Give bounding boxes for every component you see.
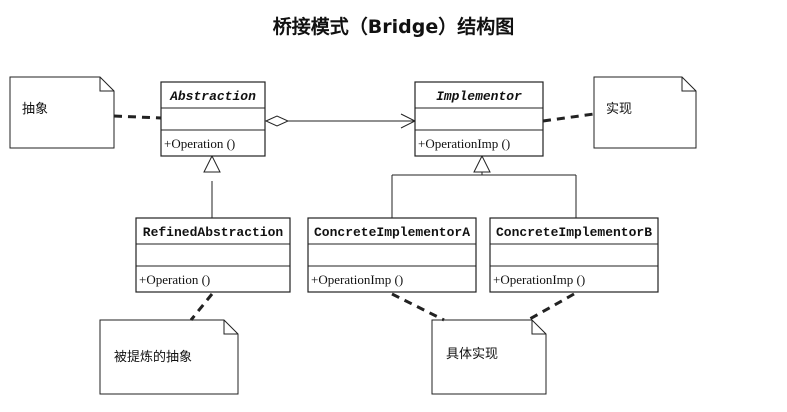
note-connector: [113, 114, 162, 120]
note-text: 具体实现: [446, 347, 498, 362]
note-connector: [527, 292, 575, 322]
note-implementation: 实现: [593, 76, 697, 149]
inheritance-refined-to-abstraction: [203, 154, 221, 218]
class-concrete-implementor-b: ConcreteImplementorB +OperationImp (): [489, 217, 659, 293]
aggregation-abstraction-implementor: [264, 113, 417, 129]
diagram-title: 桥接模式（Bridge）结构图: [272, 16, 515, 38]
note-concrete: 具体实现: [431, 319, 547, 395]
note-connector: [189, 293, 214, 321]
note-connector: [542, 112, 595, 123]
note-text: 被提炼的抽象: [114, 349, 192, 365]
class-abstraction: Abstraction +Operation (): [160, 81, 266, 157]
note-text: 实现: [606, 102, 632, 117]
class-operation: +OperationImp (): [418, 136, 510, 151]
class-operation: +OperationImp (): [493, 272, 585, 287]
class-operation: +OperationImp (): [311, 272, 403, 287]
class-refined-abstraction: RefinedAbstraction +Operation (): [135, 217, 291, 293]
class-name: Abstraction: [169, 89, 256, 104]
note-refined: 被提炼的抽象: [99, 319, 239, 395]
class-concrete-implementor-a: ConcreteImplementorA +OperationImp (): [307, 217, 477, 293]
class-name: RefinedAbstraction: [143, 225, 284, 240]
class-implementor: Implementor +OperationImp (): [414, 81, 544, 157]
note-connector: [391, 292, 445, 322]
note-text: 抽象: [22, 102, 48, 117]
note-abstraction: 抽象: [9, 76, 115, 149]
class-operation: +Operation (): [164, 136, 235, 151]
class-name: ConcreteImplementorA: [314, 225, 470, 240]
inheritance-concrete-to-implementor: [391, 154, 577, 218]
class-name: ConcreteImplementorB: [496, 225, 652, 240]
class-operation: +Operation (): [139, 272, 210, 287]
class-name: Implementor: [436, 89, 522, 104]
